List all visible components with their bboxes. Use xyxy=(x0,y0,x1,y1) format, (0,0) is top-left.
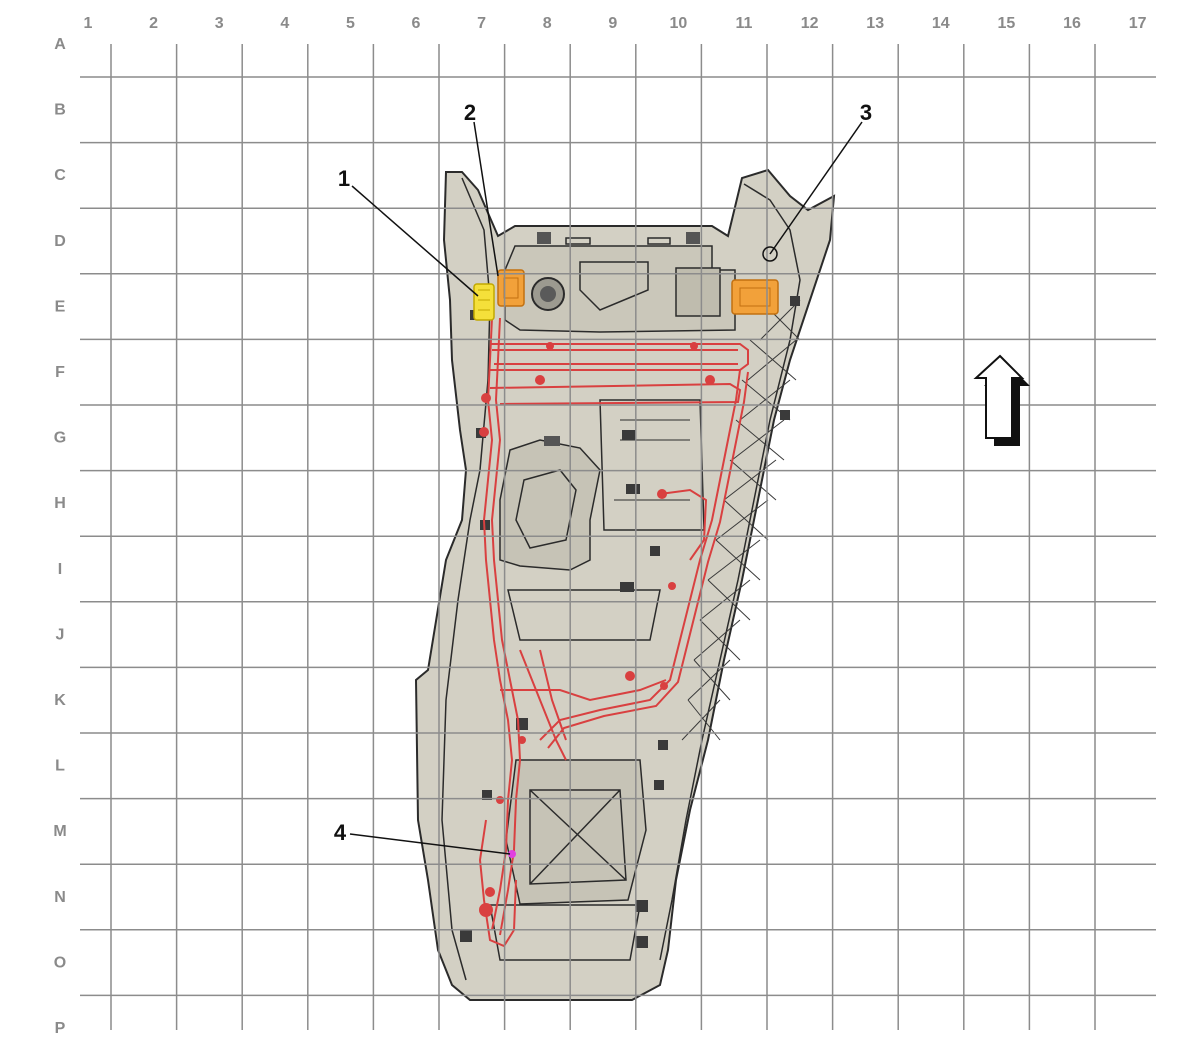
harness-trunk-right xyxy=(539,369,741,741)
column-label-7: 7 xyxy=(477,15,486,32)
row-label-M: M xyxy=(53,823,66,840)
callout-3-label: 3 xyxy=(860,100,872,125)
cupholder-bracket xyxy=(499,439,601,571)
row-label-E: E xyxy=(55,298,66,315)
left-side-panel xyxy=(441,177,491,981)
cupholder-clip xyxy=(544,436,560,446)
right-lattice xyxy=(681,299,801,741)
column-label-2: 2 xyxy=(149,15,158,32)
harness-clips xyxy=(479,342,715,917)
column-label-10: 10 xyxy=(670,15,688,32)
column-label-4: 4 xyxy=(280,15,289,32)
callout-4-label: 4 xyxy=(334,820,347,845)
column-label-8: 8 xyxy=(543,15,552,32)
harness-branch-k xyxy=(500,679,667,702)
row-label-D: D xyxy=(54,233,66,250)
harness-cross-second xyxy=(489,382,742,405)
clip-top-left xyxy=(537,232,551,244)
column-label-15: 15 xyxy=(998,15,1016,32)
column-label-6: 6 xyxy=(412,15,421,32)
rear-tray xyxy=(489,904,641,961)
up-arrow-icon xyxy=(973,354,1030,446)
row-label-K: K xyxy=(54,692,66,709)
row-labels: A B C D E F G H I J K L M N O P xyxy=(53,36,66,1037)
row-label-J: J xyxy=(56,626,65,643)
row-label-O: O xyxy=(54,954,66,971)
leader-1 xyxy=(351,185,479,297)
harness-cross-top xyxy=(490,343,749,371)
tray-recess xyxy=(579,261,649,311)
row-label-L: L xyxy=(55,758,65,775)
harness-branch-h xyxy=(659,488,708,561)
wiring-harness xyxy=(478,317,749,948)
callout-1-label: 1 xyxy=(338,166,350,191)
connector-yellow xyxy=(473,283,495,321)
ground-point-magenta xyxy=(508,850,516,858)
row-label-B: B xyxy=(54,102,66,119)
tray-slot-right xyxy=(647,237,671,245)
center-console xyxy=(414,168,836,1001)
row-label-I: I xyxy=(58,561,62,578)
column-label-3: 3 xyxy=(215,15,224,32)
row-label-G: G xyxy=(54,430,66,447)
row-label-F: F xyxy=(55,364,65,381)
column-label-13: 13 xyxy=(866,15,884,32)
power-socket-center xyxy=(540,286,556,302)
leader-3-ring xyxy=(762,246,778,262)
rear-bin-cross xyxy=(529,789,627,885)
leader-4 xyxy=(349,833,511,855)
tray-slot-left xyxy=(565,237,591,245)
row-label-H: H xyxy=(54,495,66,512)
column-label-12: 12 xyxy=(801,15,819,32)
callout-2-label: 2 xyxy=(464,100,476,125)
row-label-P: P xyxy=(55,1020,66,1037)
column-label-17: 17 xyxy=(1129,15,1147,32)
grid-lines xyxy=(80,44,1156,1030)
row-label-N: N xyxy=(54,889,66,906)
column-label-5: 5 xyxy=(346,15,355,32)
module-box xyxy=(675,267,721,317)
column-label-9: 9 xyxy=(608,15,617,32)
harness-trunk-left xyxy=(482,317,514,931)
row-label-A: A xyxy=(54,36,66,53)
clip-top-right xyxy=(686,232,700,244)
connector-orange-left xyxy=(497,269,525,307)
leader-2 xyxy=(473,121,499,277)
column-label-14: 14 xyxy=(932,15,950,32)
connector-orange-right xyxy=(731,279,779,315)
column-label-11: 11 xyxy=(736,15,753,32)
leader-3 xyxy=(769,121,863,255)
lower-frame xyxy=(507,589,661,641)
right-side-panel xyxy=(659,183,801,961)
column-label-16: 16 xyxy=(1063,15,1081,32)
callout-leaders xyxy=(349,121,863,855)
column-label-1: 1 xyxy=(84,15,93,32)
row-label-C: C xyxy=(54,167,66,184)
